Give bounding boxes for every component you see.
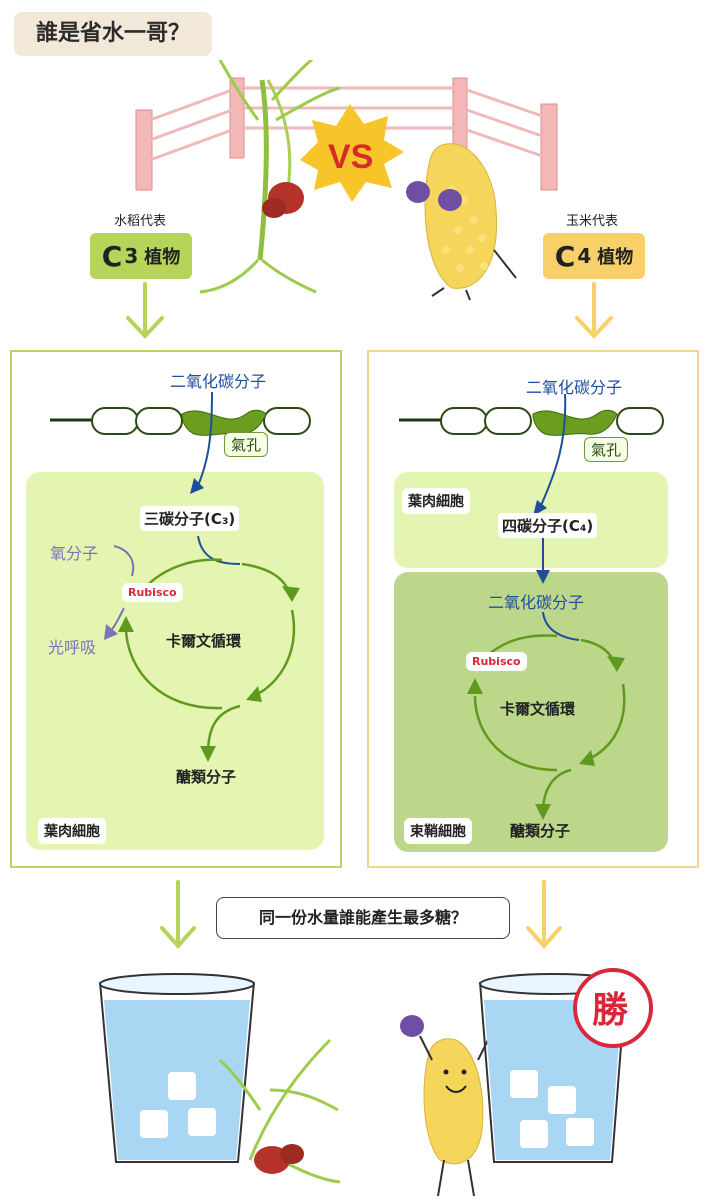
c3-leaf-cell-1: [91, 407, 139, 435]
c3-mesophyll-cell-label: 葉肉細胞: [38, 818, 106, 844]
happy-corn-character: [400, 1015, 510, 1197]
c3-co2-label: 二氧化碳分子: [170, 372, 267, 391]
question-box: 同一份水量誰能產生最多糖？: [216, 897, 510, 939]
c3-badge-letter: C: [101, 239, 123, 273]
c4-diagram-graphics: [399, 393, 664, 820]
c3-bottom-arrow: [160, 880, 196, 950]
c3-stoma-label: 氣孔: [224, 432, 269, 457]
vs-text: VS: [328, 138, 373, 176]
rice-plant-character: [199, 60, 341, 294]
c3-calvin-cycle-label: 卡爾文循環: [166, 632, 242, 650]
bottom-down-arrows: [160, 880, 562, 950]
c3-panel: [10, 350, 342, 868]
result-illustration: 勝: [99, 968, 653, 1197]
c4-plant-badge: C 4 植物: [543, 233, 645, 279]
ring-post-right: [540, 103, 558, 191]
c3-leaf-cell-3: [263, 407, 311, 435]
c4-mesophyll-cell-label: 葉肉細胞: [402, 488, 470, 514]
c3-leaf-cell-2: [135, 407, 183, 435]
c4-leaf-cell-2: [484, 407, 532, 435]
boxing-ring-illustration: VS: [135, 60, 558, 301]
c4-co2-top-label: 二氧化碳分子: [526, 378, 623, 397]
vs-burst: [300, 104, 404, 202]
c4-sugar-label: 醣類分子: [510, 822, 571, 840]
c4-leaf-cell-1: [440, 407, 488, 435]
c3-oxygen-label: 氧分子: [50, 544, 99, 563]
c4-bottom-arrow: [526, 880, 562, 950]
c4-leaf-cell-3: [616, 407, 664, 435]
win-stamp: [573, 968, 653, 1048]
win-stamp-text: 勝: [592, 990, 629, 1031]
c3-photorespiration-label: 光呼吸: [48, 638, 97, 657]
c4-stoma-label: 氣孔: [584, 437, 629, 462]
left-representative: 水稻代表: [114, 214, 167, 229]
c3-mesophyll-area: [26, 472, 324, 850]
c3-badge-number: 3: [124, 244, 139, 268]
c3-badge-label: 植物: [144, 247, 181, 268]
wilted-rice-plant: [218, 1038, 341, 1184]
c3-rubisco-label: Rubisco: [122, 583, 183, 602]
c4-badge-letter: C: [554, 239, 576, 273]
c4-co2-inner-label: 二氧化碳分子: [488, 593, 585, 612]
c4-rubisco-label: Rubisco: [466, 652, 527, 671]
page-title: 誰是省水一哥？: [14, 12, 212, 56]
c4-badge-number: 4: [577, 244, 592, 268]
ring-post-mid-left: [229, 77, 245, 159]
c4-stoma-guard-cells: [532, 409, 618, 436]
c4-bundle-sheath-cell-label: 束鞘細胞: [404, 818, 472, 844]
c3-diagram-graphics: [50, 391, 311, 762]
ring-post-left: [135, 109, 153, 191]
left-water-glass: [99, 973, 255, 1163]
c4-panel: [367, 350, 699, 868]
right-representative: 玉米代表: [566, 214, 619, 229]
c3-stoma-guard-cells: [181, 409, 267, 436]
c4-calvin-cycle-label: 卡爾文循環: [500, 700, 576, 718]
corn-character: [406, 143, 517, 301]
c3-sugar-label: 醣類分子: [176, 768, 237, 786]
c3-plant-badge: C 3 植物: [90, 233, 192, 279]
c4-badge-label: 植物: [597, 247, 634, 268]
c3-down-arrow: [126, 282, 164, 339]
c3-three-carbon-label: 三碳分子(C₃): [140, 506, 240, 531]
c4-down-arrow: [575, 282, 613, 339]
top-down-arrows: [126, 282, 613, 339]
c4-four-carbon-label: 四碳分子(C₄): [498, 513, 598, 538]
